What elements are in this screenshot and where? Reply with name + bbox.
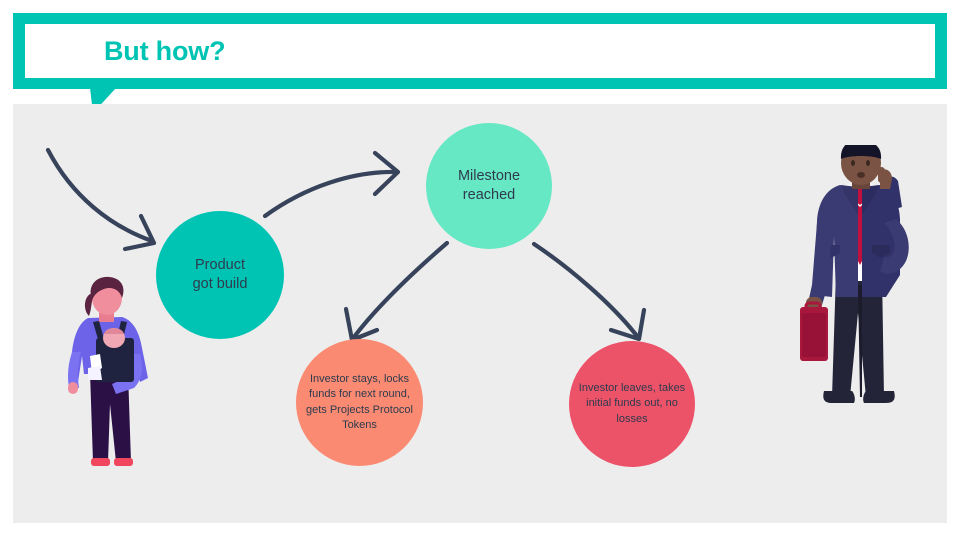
flow-node-milestone[interactable]: Milestone reached bbox=[426, 123, 552, 249]
flow-node-investor-leaves-label: Investor leaves, takes initial funds out… bbox=[578, 382, 686, 425]
woman-carrying-baby-illustration bbox=[68, 276, 148, 466]
title-bubble-inner: But how? bbox=[25, 24, 935, 78]
flow-node-investor-stays-label: Investor stays, locks funds for next rou… bbox=[306, 373, 413, 431]
flow-node-product[interactable]: Product got build bbox=[156, 211, 284, 339]
title-speech-bubble: But how? bbox=[13, 13, 947, 89]
flow-node-milestone-label: Milestone reached bbox=[457, 168, 521, 203]
flow-node-investor-leaves[interactable]: Investor leaves, takes initial funds out… bbox=[569, 341, 695, 467]
page-title: But how? bbox=[104, 35, 226, 66]
flow-node-product-label: Product got build bbox=[192, 257, 248, 292]
businessman-illustration bbox=[800, 145, 909, 403]
flow-node-investor-stays[interactable]: Investor stays, locks funds for next rou… bbox=[296, 339, 423, 466]
